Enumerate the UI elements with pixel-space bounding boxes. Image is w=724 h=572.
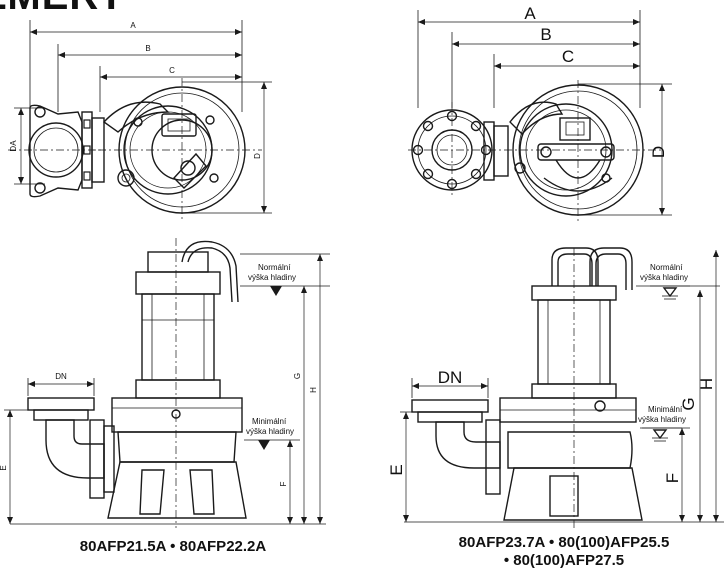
dim-label-a: A — [524, 4, 536, 23]
dim-label-e: E — [387, 464, 406, 475]
left-plan-view: A B C D DA — [8, 20, 272, 222]
normal-level-marker — [650, 285, 690, 300]
dim-label-g: G — [679, 397, 698, 410]
dim-label-b: B — [145, 44, 150, 53]
normal-level-label-line1: Normální — [258, 263, 291, 272]
right-model-caption-line1: 80AFP23.7A • 80(100)AFP25.5 — [458, 534, 670, 551]
dim-label-f: F — [663, 473, 682, 483]
left-model-caption: 80AFP21.5A • 80AFP22.2A — [79, 538, 267, 555]
dim-label-h: H — [697, 378, 716, 390]
minimum-level-label-line1: Minimální — [252, 417, 287, 426]
minimum-level-label-line2: výška hladiny — [246, 427, 294, 436]
minimum-level-label-line2: výška hladiny — [638, 415, 686, 424]
dim-label-c: C — [562, 47, 574, 66]
right-plan-view: A B C D — [408, 4, 672, 222]
dim-label-b: B — [540, 25, 551, 44]
right-side-view: DN E F G H Normální výška hladiny — [387, 247, 724, 528]
left-side-view: DN E F G H Normální výška hladiny Minimá… — [0, 238, 330, 528]
dim-label-f: F — [279, 481, 288, 486]
dim-label-e: E — [0, 465, 8, 470]
minimum-level-label-line1: Minimální — [648, 405, 683, 414]
dim-label-g: G — [293, 373, 302, 379]
dim-label-dn: DN — [55, 372, 67, 381]
dim-label-d: D — [649, 146, 668, 158]
dim-label-h: H — [309, 387, 318, 393]
minimum-level-marker — [642, 427, 682, 442]
minimum-level-marker — [258, 440, 270, 450]
normal-level-marker — [270, 286, 282, 296]
page-heading: ZMERY — [0, 0, 126, 19]
dim-label-a: A — [130, 21, 136, 30]
dim-label-d: D — [253, 153, 262, 159]
normal-level-label-line2: výška hladiny — [640, 273, 688, 282]
normal-level-label-line1: Normální — [650, 263, 683, 272]
dim-label-da: DA — [9, 140, 18, 152]
dim-label-c: C — [169, 66, 175, 75]
normal-level-label-line2: výška hladiny — [248, 273, 296, 282]
dim-label-dn: DN — [438, 368, 463, 387]
right-model-caption-line2: • 80(100)AFP27.5 — [503, 552, 625, 569]
